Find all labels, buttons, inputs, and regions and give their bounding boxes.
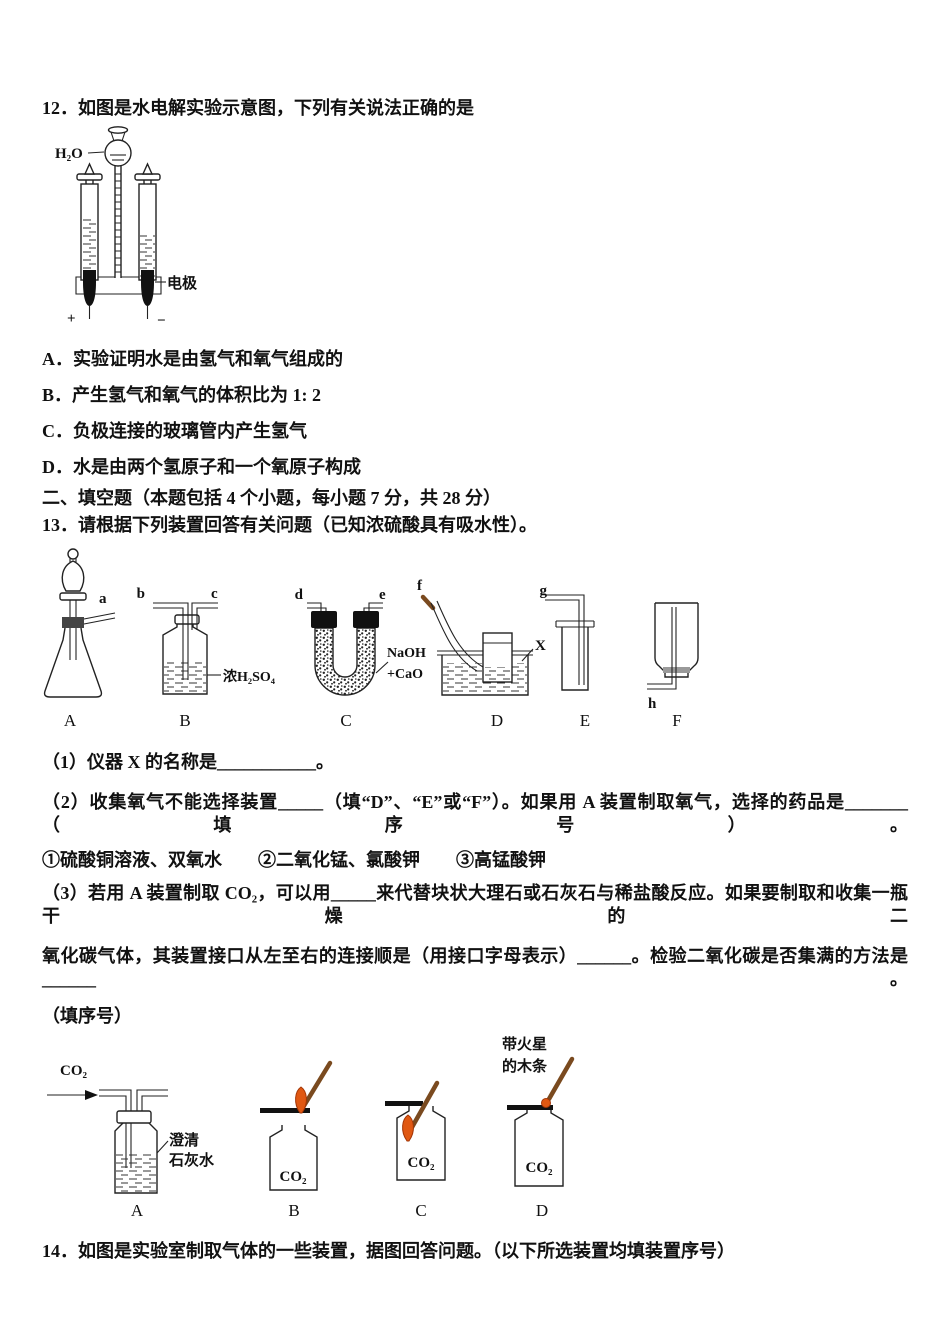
question-13-stem: 13．请根据下列装置回答有关问题（已知浓硫酸具有吸水性）。 bbox=[42, 515, 537, 535]
electrolysis-diagram: H₂O 电极 + − bbox=[55, 126, 198, 329]
port-g-label: g bbox=[540, 583, 548, 599]
co2-test-B-name: B bbox=[288, 1201, 299, 1220]
plus-terminal-label: + bbox=[67, 311, 76, 327]
wooden-splint bbox=[408, 1080, 440, 1132]
water-label: H₂O bbox=[55, 146, 83, 162]
apparatus-D-name: D bbox=[491, 711, 503, 730]
spark-label-line2: 的木条 bbox=[502, 1057, 548, 1075]
glass-cover-plate bbox=[260, 1108, 310, 1113]
co2-test-B-burning-splint-at-mouth bbox=[260, 1060, 333, 1191]
q13-sub1: （1）仪器 X 的名称是___________。 bbox=[42, 752, 334, 772]
minus-terminal-label: − bbox=[157, 313, 166, 329]
port-e-label: e bbox=[379, 587, 386, 603]
spark-label-line1: 带火星 bbox=[502, 1036, 547, 1053]
port-h-label: h bbox=[648, 696, 657, 712]
q12-option-d: D．水是由两个氢原子和一个氧原子构成 bbox=[42, 457, 361, 477]
instrument-x-label: X bbox=[535, 638, 546, 654]
q13-sub3-line1: （3）若用 A 装置制取 CO₂，可以用_____来代替块状大理石或石灰石与稀盐… bbox=[42, 883, 908, 926]
glowing-ember-icon bbox=[541, 1098, 551, 1108]
apparatus-F-inverted-bottle bbox=[647, 602, 699, 690]
co2-test-A-limewater-bottle bbox=[47, 1089, 169, 1194]
apparatus-B-name: B bbox=[179, 711, 190, 730]
co2-test-D-name: D bbox=[536, 1201, 548, 1220]
naoh-label-line1: NaOH bbox=[387, 646, 426, 661]
apparatus-E-gas-bottle bbox=[545, 594, 595, 691]
co2-test-C-name: C bbox=[415, 1201, 426, 1220]
co2-test-diagrams: CO₂ 澄清 石灰水 A CO₂ B CO₂ C 带火星 的木条 bbox=[47, 1036, 575, 1220]
port-b-label: b bbox=[137, 586, 145, 602]
apparatus-B-washing-bottle bbox=[153, 602, 221, 695]
q13-sub3-line3: （填序号） bbox=[42, 1006, 132, 1026]
limewater-label-line2: 石灰水 bbox=[168, 1151, 215, 1169]
q12-option-c: C．负极连接的玻璃管内产生氢气 bbox=[42, 421, 307, 441]
flame-icon bbox=[402, 1114, 414, 1142]
q13-sub2-choices: ①硫酸铜溶液、双氧水 ②二氧化锰、氯酸钾 ③高锰酸钾 bbox=[42, 850, 546, 870]
co2-in-label: CO₂ bbox=[60, 1063, 88, 1079]
apparatus-C-name: C bbox=[340, 711, 351, 730]
port-a-label: a bbox=[99, 591, 107, 607]
left-electrode bbox=[83, 270, 96, 306]
apparatus-A-flask bbox=[43, 548, 116, 698]
apparatus-F-name: F bbox=[672, 711, 681, 730]
q12-option-b: B．产生氢气和氧气的体积比为 1: 2 bbox=[42, 385, 321, 405]
section-2-header: 二、填空题（本题包括 4 个小题，每小题 7 分，共 28 分） bbox=[42, 488, 501, 508]
wooden-splint bbox=[546, 1056, 575, 1102]
apparatus-A-name: A bbox=[64, 711, 77, 730]
glass-cover-plate bbox=[385, 1101, 423, 1106]
naoh-label-line2: +CaO bbox=[387, 667, 423, 682]
apparatus-C-u-tube bbox=[307, 602, 389, 696]
question-14-stem: 14．如图是实验室制取气体的一些装置，据图回答问题。（以下所选装置均填装置序号） bbox=[42, 1241, 735, 1261]
flame-icon bbox=[295, 1086, 307, 1114]
limewater-label-line1: 澄清 bbox=[169, 1131, 199, 1149]
electrode-label: 电极 bbox=[167, 274, 198, 292]
electrolysis-glassware bbox=[75, 126, 166, 319]
gas-flow-arrow bbox=[85, 1090, 98, 1100]
co2-test-B-gas-label: CO₂ bbox=[280, 1169, 308, 1185]
glass-cover-plate bbox=[507, 1105, 553, 1110]
port-d-label: d bbox=[295, 587, 304, 603]
apparatus-E-name: E bbox=[580, 711, 590, 730]
q13-sub2: （2）收集氧气不能选择装置_____（填“D”、“E”或“F”）。如果用 A 装… bbox=[42, 792, 908, 835]
apparatus-D-water-trough bbox=[420, 594, 534, 696]
co2-test-D-glowing-splint bbox=[507, 1056, 575, 1187]
right-electrode bbox=[141, 270, 154, 306]
co2-test-C-splint-inside bbox=[385, 1080, 446, 1181]
co2-test-D-gas-label: CO₂ bbox=[526, 1160, 554, 1176]
port-f-label: f bbox=[417, 578, 423, 594]
tube-f-mouthpiece bbox=[420, 594, 436, 611]
co2-test-A-name: A bbox=[131, 1201, 144, 1220]
q13-sub3-line2: 氧化碳气体，其装置接口从左至右的连接顺是（用接口字母表示）______。检验二氧… bbox=[42, 946, 908, 989]
q12-option-a: A．实验证明水是由氢气和氧气组成的 bbox=[42, 349, 343, 369]
port-c-label: c bbox=[211, 586, 218, 602]
acid-label: 浓H₂SO₄ bbox=[223, 668, 276, 685]
q13-apparatus-row: a A b c 浓H₂SO₄ B d e NaOH +CaO C bbox=[43, 548, 699, 730]
co2-test-C-gas-label: CO₂ bbox=[408, 1155, 436, 1171]
question-12-stem: 12．如图是水电解实验示意图，下列有关说法正确的是 bbox=[42, 98, 474, 118]
